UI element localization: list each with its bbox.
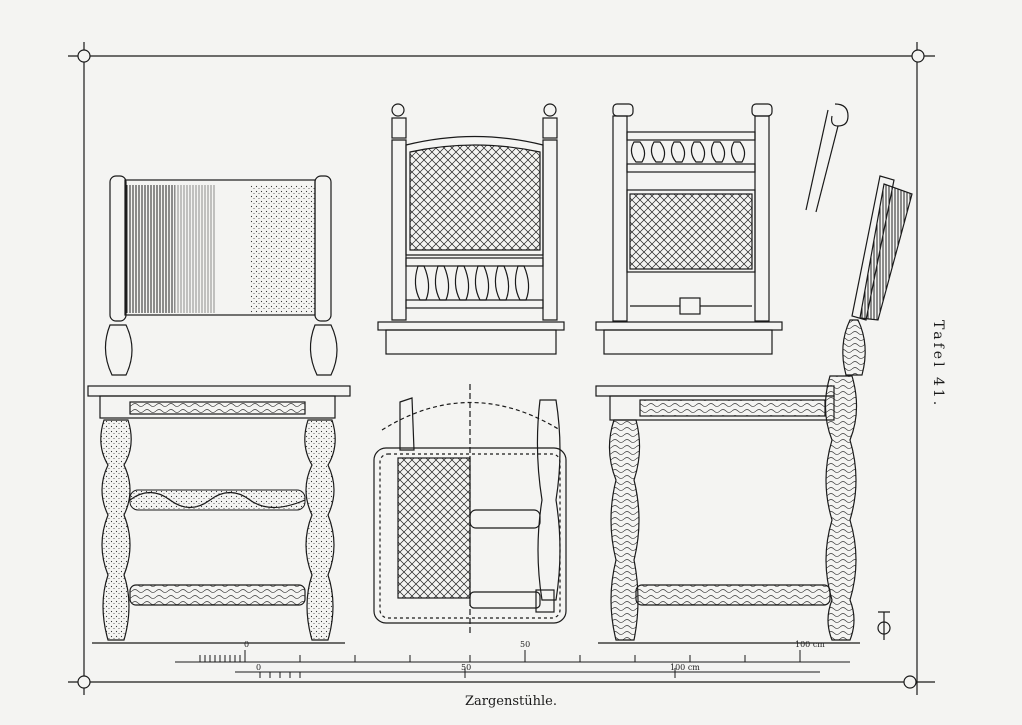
chair-front-view-left	[87, 175, 351, 644]
corner-mark-tr	[911, 49, 925, 63]
corner-mark-br	[903, 675, 917, 689]
scale-label-hundred-lower: 100 cm	[670, 663, 700, 672]
scale-label-zero-lower: 0	[256, 663, 262, 672]
chair-plan-view	[373, 384, 567, 635]
corner-mark-bl	[77, 675, 91, 689]
corner-mark-tl	[77, 49, 91, 63]
scroll-profile-detail	[805, 103, 849, 213]
baluster-row-center	[414, 265, 530, 301]
baluster-row-right	[630, 141, 746, 163]
scale-label-hundred-upper: 100 cm	[795, 640, 825, 649]
scale-bar	[175, 650, 850, 678]
scale-label-fifty-upper: 50	[520, 640, 531, 649]
plate-frame	[68, 42, 935, 695]
scale-ticks-upper	[199, 650, 801, 662]
chair-back-detail-right	[595, 103, 783, 355]
plate-number-label: Tafel 41.	[930, 320, 946, 409]
scale-label-fifty-lower: 50	[461, 663, 472, 672]
scale-ticks-lower	[259, 668, 676, 678]
monogram-mark	[877, 611, 891, 640]
chair-back-detail-center	[377, 103, 565, 355]
scale-label-zero-upper: 0	[244, 640, 250, 649]
chair-side-view-right	[595, 175, 913, 644]
plate-caption: Zargenstühle.	[464, 694, 557, 709]
